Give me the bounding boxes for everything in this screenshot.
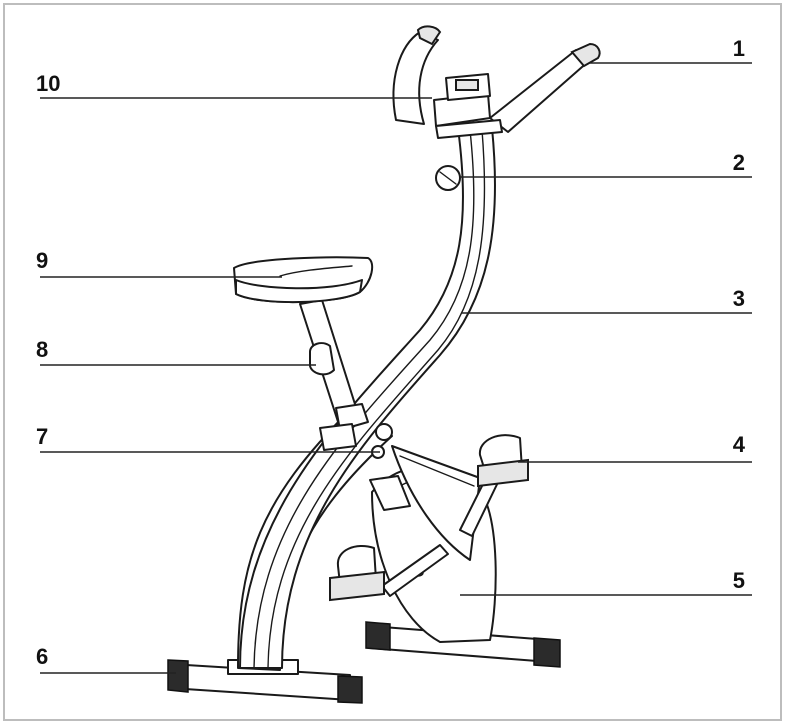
label-5: 5 bbox=[733, 568, 745, 593]
pedal-right bbox=[459, 434, 529, 537]
saddle bbox=[233, 256, 374, 303]
label-8: 8 bbox=[36, 337, 48, 362]
seat-knob bbox=[309, 342, 335, 376]
console bbox=[433, 73, 503, 139]
label-2: 2 bbox=[733, 150, 745, 175]
label-9: 9 bbox=[36, 248, 48, 273]
pedal-left bbox=[329, 544, 449, 602]
tension-knob bbox=[435, 165, 461, 191]
label-3: 3 bbox=[733, 286, 745, 311]
leader-lines bbox=[40, 62, 752, 674]
label-7: 7 bbox=[36, 424, 48, 449]
label-1: 1 bbox=[733, 36, 745, 61]
handlebars bbox=[392, 25, 601, 133]
label-10: 10 bbox=[36, 71, 60, 96]
callout-numbers: 1 2 3 4 5 6 7 8 9 10 bbox=[36, 36, 746, 669]
belt-guard bbox=[391, 445, 481, 561]
label-4: 4 bbox=[733, 432, 746, 457]
label-6: 6 bbox=[36, 644, 48, 669]
frame-hinge bbox=[369, 423, 411, 511]
